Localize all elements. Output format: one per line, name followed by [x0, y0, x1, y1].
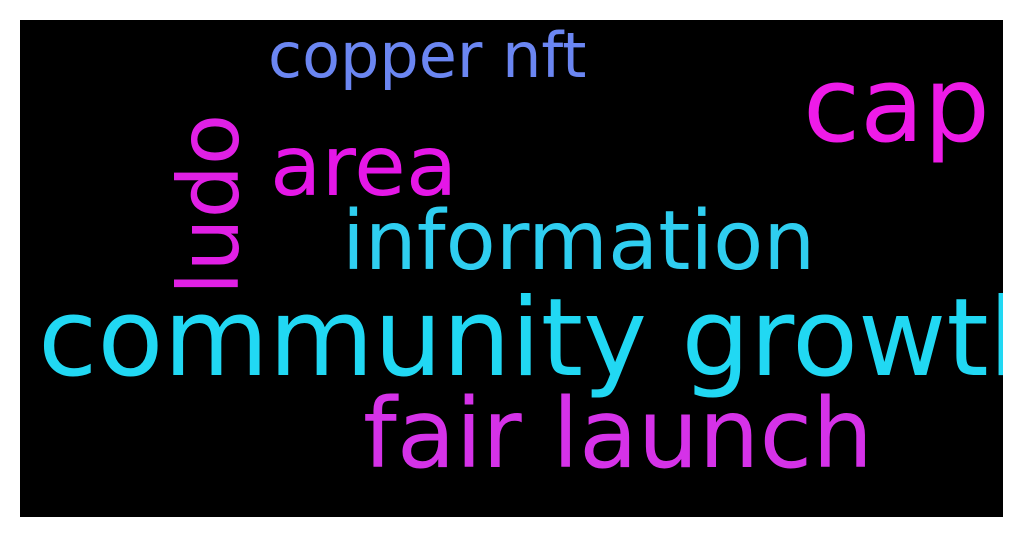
word-information: information — [342, 194, 816, 289]
word-cap: cap — [803, 44, 990, 166]
word-community-growth: community growth — [38, 276, 1003, 401]
word-copper-nft: copper nft — [268, 20, 587, 92]
word-area: area — [270, 117, 458, 215]
word-fair-launch: fair launch — [363, 378, 874, 490]
word-ludo: ludo — [160, 113, 258, 295]
word-cloud-canvas: copper nft cap area ludo information com… — [20, 20, 1003, 517]
